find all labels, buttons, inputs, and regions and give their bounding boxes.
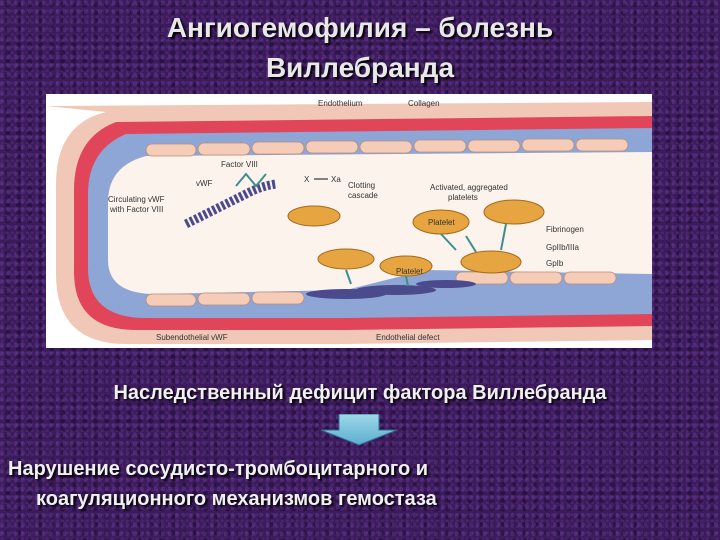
label-vwf: vWF <box>196 179 213 188</box>
slide-title: Ангиогемофилия – болезнь Виллебранда <box>0 8 720 88</box>
label-fibrinogen: Fibrinogen <box>546 225 584 234</box>
vessel-illustration: Endothelium Collagen Factor VIII vWF X X… <box>46 94 652 348</box>
consequence-text: Нарушение сосудисто-тромбоцитарного и ко… <box>8 454 708 514</box>
label-endothelium: Endothelium <box>318 99 363 108</box>
label-gpib: GpIb <box>546 259 564 268</box>
label-subendothelial: Subendothelial vWF <box>156 333 228 342</box>
label-platelets: platelets <box>448 193 478 202</box>
label-endothelial-defect: Endothelial defect <box>376 333 440 342</box>
label-platelet-top: Platelet <box>428 218 455 227</box>
label-factor-viii: Factor VIII <box>221 160 258 169</box>
label-gpiib: GpIIb/IIIa <box>546 243 579 252</box>
consequence-line-1: Нарушение сосудисто-тромбоцитарного и <box>8 454 708 484</box>
title-line-1: Ангиогемофилия – болезнь <box>0 8 720 48</box>
label-activated: Activated, aggregated <box>430 183 508 192</box>
label-x: X <box>304 175 310 184</box>
label-collagen: Collagen <box>408 99 440 108</box>
title-line-2: Виллебранда <box>0 48 720 88</box>
consequence-line-2: коагуляционного механизмов гемостаза <box>8 484 708 514</box>
down-arrow-icon <box>319 414 399 446</box>
label-with-factor: with Factor VIII <box>109 205 163 214</box>
label-circulating: Circulating vWF <box>108 195 165 204</box>
vessel-diagram: Endothelium Collagen Factor VIII vWF X X… <box>46 94 652 348</box>
label-xa: Xa <box>331 175 341 184</box>
label-cascade: cascade <box>348 191 378 200</box>
statement-text: Наследственный дефицит фактора Виллебран… <box>0 382 720 405</box>
label-platelet-bottom: Platelet <box>396 267 423 276</box>
label-clotting: Clotting <box>348 181 375 190</box>
